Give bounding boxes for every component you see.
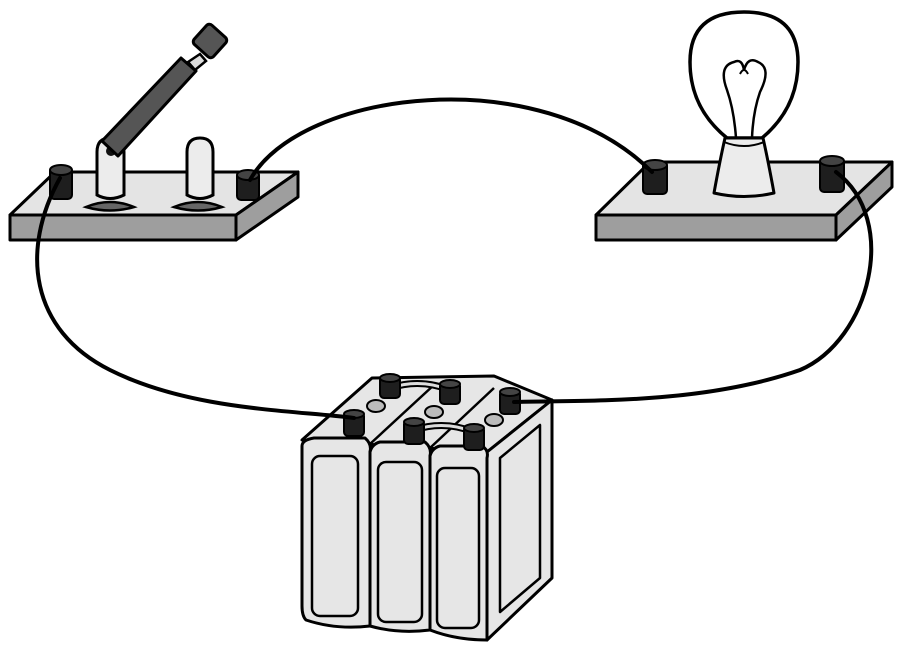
terminal-post-icon [403,417,425,445]
wire-switch-to-bulb [248,97,654,182]
bulb-socket [712,136,776,198]
light-bulb-icon [594,10,894,242]
switch-jaw [170,136,226,212]
battery-cell [428,444,489,642]
terminal-post-icon [49,164,73,200]
switch-lever[interactable] [100,22,229,158]
battery-icon [300,373,554,642]
knife-switch-icon [8,22,300,242]
terminal-post-icon [819,155,845,193]
terminal-post-icon [463,423,485,451]
terminal-post-icon [379,373,401,399]
switch-base [8,170,300,242]
wire-switch-to-battery [35,176,356,420]
bulb-glass [688,10,800,140]
terminal-post-icon [343,409,365,437]
battery-cell [368,440,432,633]
wires [35,97,874,420]
wire-bulb-to-battery [512,170,874,404]
bulb-base-board [594,160,894,242]
terminal-post-icon [439,379,461,405]
battery-cell [300,436,372,629]
